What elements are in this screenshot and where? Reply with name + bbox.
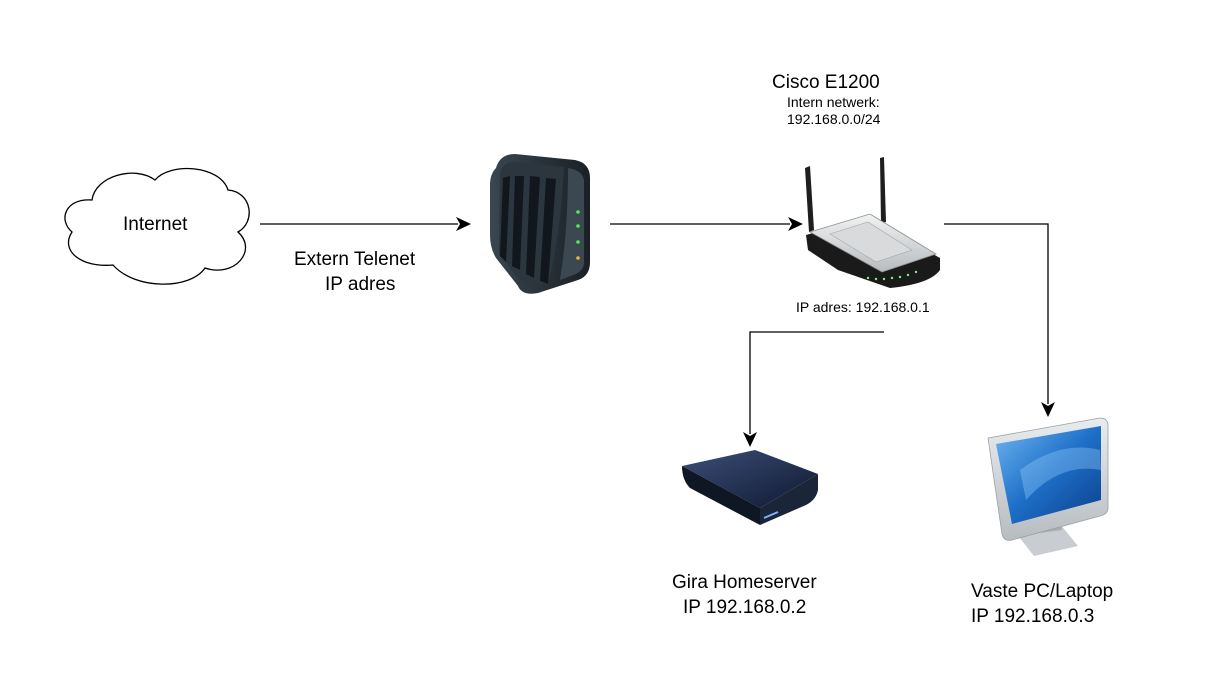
monitor-icon (987, 417, 1109, 556)
arrowheads (456, 217, 1055, 447)
homeserver-name: Gira Homeserver (672, 572, 817, 593)
router-icon (805, 157, 940, 288)
router-ip-label: IP adres: 192.168.0.1 (796, 299, 930, 315)
arrowhead-pc (1041, 402, 1055, 417)
arrowhead-modem (456, 217, 471, 231)
edge-router-server (749, 331, 884, 434)
extern-ip-label-line2: IP adres (325, 274, 396, 295)
router-network-subnet: 192.168.0.0/24 (787, 111, 881, 127)
cloud-icon (64, 167, 250, 285)
extern-ip-label-line1: Extern Telenet (294, 249, 416, 270)
pc-ip: IP 192.168.0.3 (971, 606, 1095, 627)
router-network-label: Intern netwerk: (787, 94, 880, 110)
arrowhead-server (743, 432, 757, 447)
edge-router-pc (944, 223, 1049, 404)
router-title: Cisco E1200 (772, 72, 880, 93)
pc-name: Vaste PC/Laptop (971, 581, 1114, 602)
arrowhead-router (788, 217, 803, 231)
internet-label: Internet (123, 214, 188, 235)
homeserver-ip: IP 192.168.0.2 (683, 597, 807, 618)
connectors (260, 223, 1049, 434)
modem-icon (490, 154, 590, 294)
server-icon (682, 450, 818, 525)
